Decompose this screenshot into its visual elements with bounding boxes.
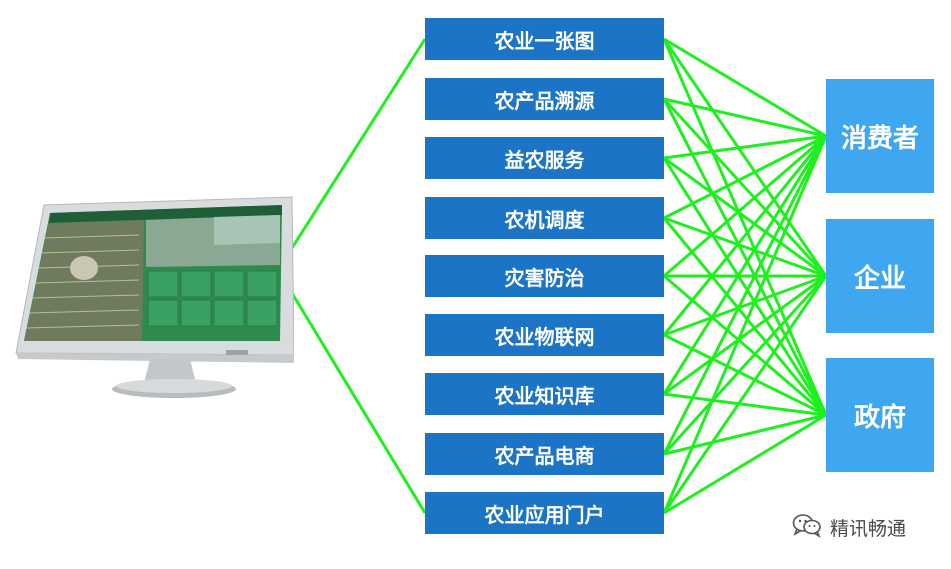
- connector-module-2-stakeholder-1: [663, 97, 827, 138]
- watermark-text: 精讯畅通: [830, 517, 907, 540]
- connector-module-4-stakeholder-3: [662, 217, 828, 416]
- connector-module-6-stakeholder-1: [662, 135, 828, 336]
- connector-module-8-stakeholder-2: [662, 274, 828, 456]
- stakeholder-enterprise: 企业: [826, 219, 934, 333]
- connector-monitor-top: [276, 38, 427, 271]
- module-disaster-prevention: 灾害防治: [425, 255, 664, 297]
- connector-module-3-stakeholder-1: [663, 134, 827, 160]
- connector-module-2-stakeholder-3: [662, 98, 828, 416]
- module-agri-map: 农业一张图: [425, 18, 664, 60]
- module-knowledge-base: 农业知识库: [425, 373, 664, 415]
- connector-module-5-stakeholder-1: [663, 134, 827, 278]
- connector-module-4-stakeholder-2: [663, 216, 827, 278]
- connector-module-7-stakeholder-1: [662, 135, 828, 395]
- connector-module-2-stakeholder-2: [662, 97, 828, 278]
- connector-module-7-stakeholder-3: [663, 392, 827, 417]
- connector-module-1-stakeholder-2: [662, 38, 828, 277]
- module-ecommerce: 农产品电商: [425, 433, 664, 475]
- connector-module-8-stakeholder-1: [662, 135, 828, 455]
- module-product-traceability: 农产品溯源: [425, 78, 664, 120]
- connector-module-8-stakeholder-3: [663, 413, 827, 456]
- module-agri-iot: 农业物联网: [425, 314, 664, 356]
- connector-module-9-stakeholder-3: [663, 413, 827, 515]
- desktop-monitor-icon: [14, 193, 295, 403]
- stakeholder-government: 政府: [826, 358, 934, 472]
- connector-module-6-stakeholder-3: [663, 333, 827, 417]
- module-app-portal: 农业应用门户: [425, 492, 664, 534]
- connector-module-4-stakeholder-1: [663, 134, 827, 220]
- connector-module-7-stakeholder-2: [663, 274, 827, 396]
- connector-module-1-stakeholder-1: [663, 37, 827, 138]
- connector-module-1-stakeholder-3: [662, 38, 828, 416]
- connector-monitor-bottom: [276, 269, 427, 514]
- connector-module-9-stakeholder-2: [662, 275, 828, 514]
- connector-module-3-stakeholder-3: [662, 157, 828, 416]
- wechat-icon: [792, 512, 822, 543]
- connector-module-9-stakeholder-1: [662, 135, 828, 514]
- connector-module-5-stakeholder-3: [663, 274, 827, 417]
- stakeholder-consumer: 消费者: [826, 79, 934, 193]
- connector-module-6-stakeholder-2: [663, 274, 827, 337]
- connector-module-3-stakeholder-2: [663, 156, 827, 278]
- module-machinery-dispatch: 农机调度: [425, 197, 664, 239]
- watermark: 精讯畅通: [792, 511, 906, 543]
- module-yinong-service: 益农服务: [425, 137, 664, 179]
